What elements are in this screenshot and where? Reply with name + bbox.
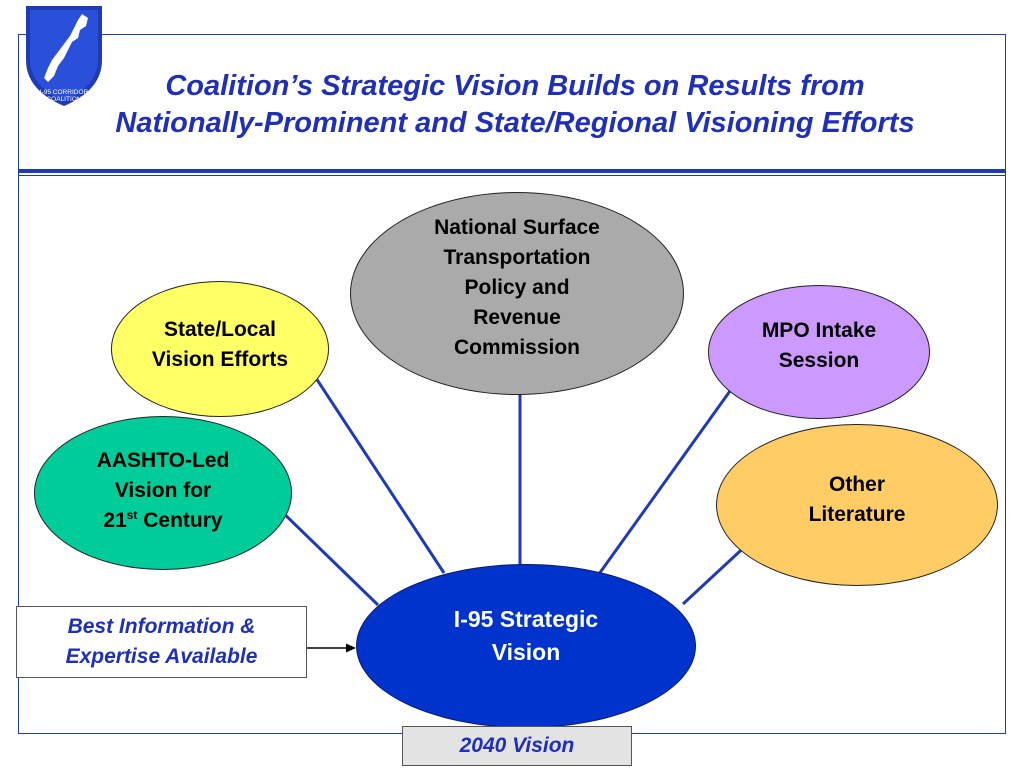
- node-aashto-line3-number: 21: [103, 509, 127, 532]
- slide-title: Coalition’s Strategic Vision Builds on R…: [20, 68, 1010, 142]
- node-state-local: State/Local Vision Efforts: [111, 281, 329, 417]
- node-mpo-intake: MPO Intake Session: [708, 285, 930, 419]
- connector-aashto: [273, 503, 380, 607]
- node-national-line: Transportation: [443, 245, 591, 269]
- node-aashto-line: AASHTO-Led: [96, 449, 230, 472]
- node-state-line: Vision Efforts: [151, 348, 289, 371]
- side-box-label: Best Information & Expertise Available: [66, 612, 258, 672]
- node-other-line: Other: [828, 473, 885, 496]
- node-center-line: I-95 Strategic: [453, 606, 599, 632]
- best-information-box: Best Information & Expertise Available: [16, 606, 307, 678]
- node-center-line: Vision: [491, 639, 561, 665]
- title-line-1: Coalition’s Strategic Vision Builds on R…: [165, 70, 865, 102]
- node-national-line: National Surface: [434, 215, 600, 239]
- node-national-line: Revenue: [473, 305, 561, 329]
- node-aashto: AASHTO-Led Vision for 21st Century: [34, 416, 292, 570]
- side-box-line: Best Information &: [67, 615, 256, 638]
- vision-2040-box: 2040 Vision: [402, 726, 632, 766]
- node-state-label: State/Local Vision Efforts: [152, 315, 288, 375]
- connector-state: [310, 371, 446, 574]
- node-other-label: Other Literature: [809, 470, 906, 530]
- logo-text-line1: I-95 CORRIDOR: [40, 89, 89, 96]
- node-i95-strategic-vision: I-95 Strategic Vision: [356, 564, 696, 728]
- node-other-literature: Other Literature: [716, 424, 998, 586]
- vision-2040-label: 2040 Vision: [459, 734, 575, 757]
- node-center-label: I-95 Strategic Vision: [454, 603, 598, 669]
- node-national-label: National Surface Transportation Policy a…: [434, 213, 600, 363]
- node-mpo-line: Session: [778, 349, 860, 372]
- node-national-line: Policy and: [464, 275, 570, 299]
- arrow-head-icon: [346, 643, 356, 653]
- side-box-line: Expertise Available: [65, 645, 258, 668]
- node-state-line: State/Local: [163, 318, 277, 341]
- coalition-logo-icon: I-95 CORRIDOR COALITION: [26, 6, 102, 106]
- title-divider: [18, 169, 1006, 173]
- node-national-line: Commission: [453, 335, 581, 359]
- logo-text-line2: COALITION: [46, 96, 81, 103]
- node-other-line: Literature: [808, 503, 906, 526]
- node-aashto-ordinal: st: [126, 508, 138, 522]
- title-line-2: Nationally-Prominent and State/Regional …: [115, 107, 915, 139]
- node-mpo-label: MPO Intake Session: [762, 316, 876, 376]
- node-aashto-label: AASHTO-Led Vision for 21st Century: [97, 446, 230, 536]
- connector-mpo: [597, 383, 737, 575]
- node-aashto-line: Vision for: [114, 479, 212, 502]
- node-mpo-line: MPO Intake: [761, 319, 877, 342]
- node-national-commission: National Surface Transportation Policy a…: [350, 192, 684, 395]
- node-aashto-line3-rest: Century: [137, 509, 223, 532]
- title-divider-thin: [18, 175, 1006, 176]
